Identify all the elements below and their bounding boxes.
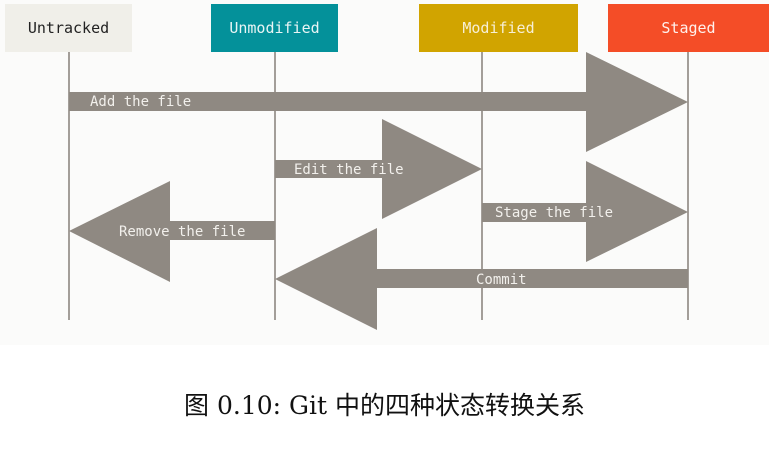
label-edit-the-file: Edit the file — [294, 162, 404, 178]
figure-caption: 图 0.10: Git 中的四种状态转换关系 — [184, 391, 585, 420]
state-label: Modified — [462, 19, 535, 37]
label-stage-the-file: Stage the file — [495, 205, 613, 221]
state-label: Staged — [661, 19, 716, 37]
label-commit: Commit — [476, 272, 527, 288]
state-staged: Staged — [608, 4, 769, 52]
state-unmodified: Unmodified — [211, 4, 338, 52]
arrow-stage-the-file — [482, 161, 688, 262]
transition-arrows: Add the file Edit the file Remove the fi… — [68, 52, 689, 330]
arrow-commit — [275, 228, 688, 330]
arrow-remove-the-file — [69, 181, 275, 282]
state-untracked: Untracked — [5, 4, 132, 52]
state-modified: Modified — [419, 4, 578, 52]
git-state-diagram: Untracked Unmodified Modified Staged Add… — [5, 4, 769, 330]
label-remove-the-file: Remove the file — [119, 224, 245, 240]
state-label: Untracked — [27, 19, 110, 37]
state-label: Unmodified — [229, 19, 320, 37]
arrow-edit-the-file — [275, 119, 482, 219]
arrow-add-the-file — [69, 52, 688, 152]
label-add-the-file: Add the file — [90, 94, 191, 110]
